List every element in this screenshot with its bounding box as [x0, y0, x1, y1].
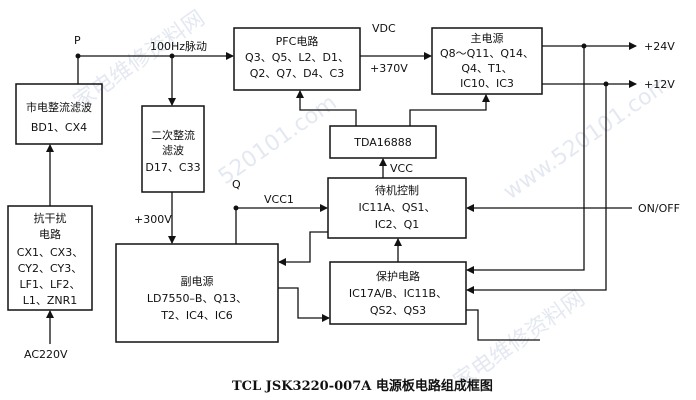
aux-psu-block — [115, 243, 279, 343]
secondary-rectifier-label: 二次整流 — [151, 128, 195, 142]
mains-rectifier-parts: BD1、CX4 — [31, 121, 87, 134]
pfc-label: PFC电路 — [276, 35, 319, 48]
v370-label: +370V — [370, 62, 408, 75]
v300-label: +300V — [134, 213, 172, 226]
vcc1-label: VCC1 — [264, 193, 294, 206]
standby-control-parts: IC2、Q1 — [375, 218, 420, 231]
bus-junction-dot — [169, 53, 175, 59]
feedback-12v-wire — [466, 84, 607, 294]
protection-output-wire — [466, 309, 540, 341]
wire-layer — [46, 42, 637, 344]
tda-to-main-wire — [409, 94, 490, 126]
main-psu-parts: Q8～Q11、Q14、 — [440, 47, 534, 60]
watermark: 520101.com — [214, 90, 341, 190]
q-node-dot — [233, 205, 239, 211]
diagram-caption: TCL JSK3220-007A 电源板电路组成框图 — [232, 378, 493, 394]
v12-label: +12V — [644, 78, 675, 91]
pfc-parts: Q2、Q7、D4、C3 — [250, 67, 344, 80]
emi-filter-label: 抗干扰 — [34, 211, 67, 225]
secondary-rectifier-block — [141, 105, 205, 193]
feedback-24v-wire — [466, 46, 585, 274]
tda-to-pfc-wire — [296, 90, 357, 126]
main-psu-parts: IC10、IC3 — [460, 77, 514, 90]
p-node-label: P — [74, 34, 81, 47]
standby-control-label: 待机控制 — [375, 183, 419, 197]
pulse-label: 100Hz脉动 — [150, 39, 207, 53]
aux-psu-parts: LD7550–B、Q13、 — [147, 292, 247, 305]
secondary-rectifier-parts: D17、C33 — [145, 161, 200, 174]
watermark: 家电维修资料网 — [69, 6, 210, 115]
watermark: www.520101.com — [499, 71, 675, 204]
main-psu-parts: Q4、T1、 — [461, 62, 512, 75]
emi-filter-parts: L1、ZNR1 — [23, 294, 78, 307]
protection-label: 保护电路 — [376, 269, 420, 283]
protection-parts: QS2、QS3 — [370, 304, 426, 317]
p-node-dot — [75, 53, 81, 59]
ac-input-label: AC220V — [24, 348, 68, 361]
vdc-label: VDC — [372, 22, 396, 35]
mains-rectifier-block — [15, 83, 103, 145]
vcc-label: VCC — [390, 162, 413, 175]
standby-control-parts: IC11A、QS1、 — [358, 201, 435, 214]
onoff-label: ON/OFF — [638, 202, 680, 215]
mains-rectifier-label: 市电整流滤波 — [26, 100, 92, 114]
v12-junction-dot — [603, 81, 609, 87]
main-psu-label: 主电源 — [471, 31, 504, 45]
emi-filter-parts: CX1、CX3、 — [17, 246, 83, 259]
secondary-rectifier-label-2: 滤波 — [162, 144, 184, 157]
tda16888-label: TDA16888 — [353, 136, 412, 149]
aux-psu-parts: T2、IC4、IC6 — [160, 309, 233, 322]
protection-parts: IC17A/B、IC11B、 — [349, 287, 447, 300]
junction-layer — [75, 43, 609, 211]
emi-filter-label-2: 电路 — [39, 228, 61, 241]
v24-junction-dot — [581, 43, 587, 49]
emi-filter-parts: CY2、CY3、 — [18, 262, 82, 275]
aux-psu-label: 副电源 — [181, 274, 214, 288]
standby-to-aux-wire — [278, 231, 328, 266]
emi-filter-parts: LF1、LF2、 — [20, 278, 81, 291]
q-node-label: Q — [232, 178, 241, 191]
pfc-parts: Q3、Q5、L2、D1、 — [245, 51, 349, 64]
aux-to-protection-wire — [278, 287, 330, 322]
v24-label: +24V — [644, 40, 675, 53]
